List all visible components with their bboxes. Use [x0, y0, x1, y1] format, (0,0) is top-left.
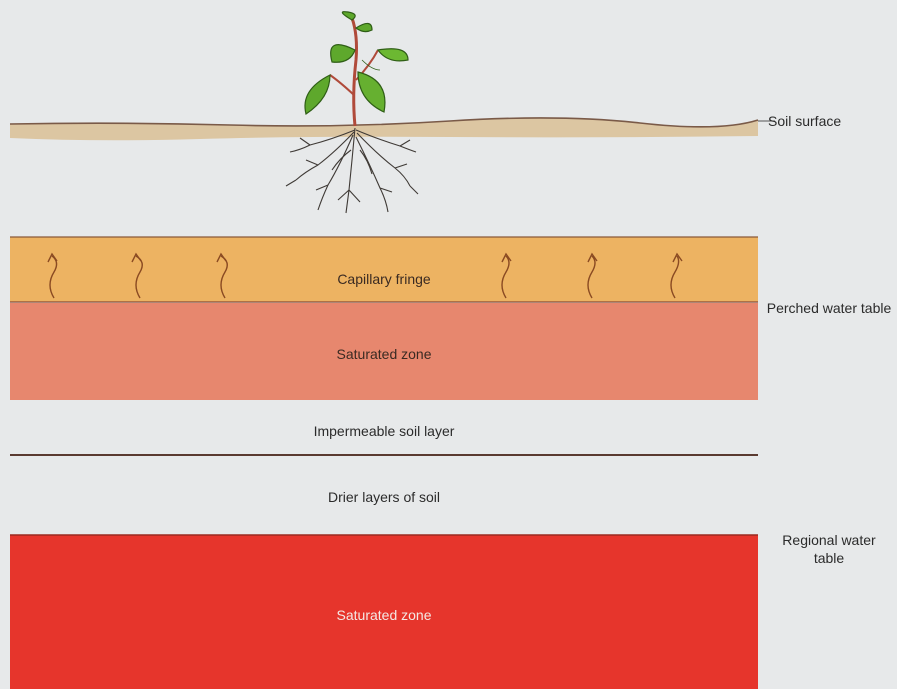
- perched-water-table-label: Perched water table: [766, 299, 892, 317]
- capillary-fringe-label: Capillary fringe: [284, 270, 484, 288]
- regional-water-table-label: Regional water table: [766, 531, 892, 567]
- plant-icon: [286, 12, 418, 213]
- soil-surface-band: [10, 118, 775, 140]
- impermeable-layer-label: Impermeable soil layer: [254, 422, 514, 440]
- drier-layers-label: Drier layers of soil: [254, 488, 514, 506]
- soil-surface-label: Soil surface: [768, 112, 841, 130]
- saturated-zone-upper-label: Saturated zone: [284, 345, 484, 363]
- saturated-zone-lower-label: Saturated zone: [284, 606, 484, 624]
